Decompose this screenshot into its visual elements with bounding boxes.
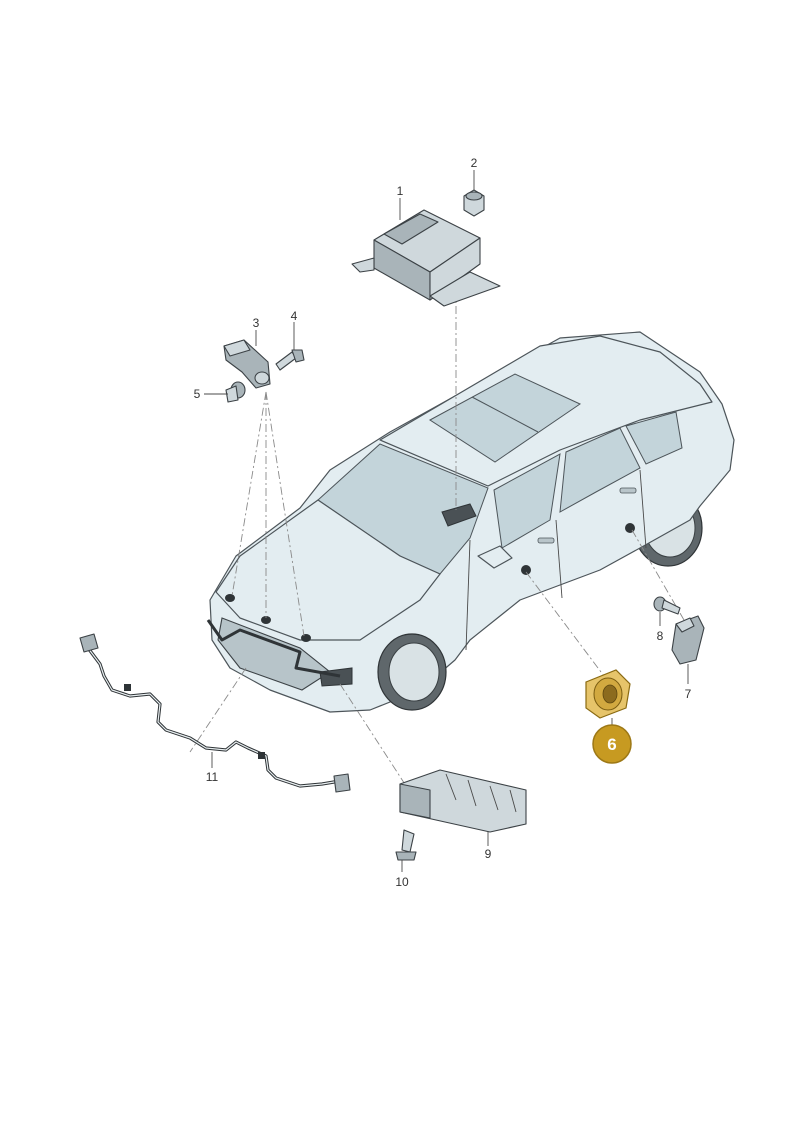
door-line-front: [465, 539, 471, 651]
screw-shank: [401, 829, 415, 853]
leader-6: [525, 571, 605, 677]
side-sensor-marker: [625, 523, 635, 533]
part-10-screw[interactable]: [395, 829, 417, 861]
sunroof-divider: [471, 396, 539, 433]
sensor-connector: [223, 339, 251, 357]
part-7-side-sensor[interactable]: [671, 615, 705, 665]
hood: [215, 499, 441, 641]
pressure-sensor-center: [602, 684, 618, 704]
part-9-bracket[interactable]: [399, 769, 527, 833]
sensor-mount: [254, 371, 270, 385]
rear-door-handle: [619, 487, 637, 494]
callout-2: 2: [471, 156, 478, 170]
callout-4: 4: [291, 309, 298, 323]
front-grille: [217, 617, 331, 691]
highlight-badge-6[interactable]: 6: [592, 724, 632, 764]
part-5-bolt[interactable]: [225, 381, 246, 403]
leader-7: [631, 529, 685, 621]
screw-head: [395, 851, 417, 861]
rear-side-window: [559, 427, 641, 513]
control-unit-connector: [383, 213, 439, 245]
door-line-rear: [639, 469, 647, 549]
part-6-pressure-sensor[interactable]: [585, 669, 631, 719]
callout-5: 5: [194, 387, 201, 401]
part-2-nut[interactable]: [463, 189, 485, 217]
control-unit-marker: [441, 503, 477, 527]
sunroof: [429, 373, 582, 463]
leader-3c: [265, 391, 305, 637]
harness-connector-left: [79, 633, 99, 653]
highlight-badge-circle: [592, 724, 632, 764]
quarter-window: [625, 411, 683, 465]
part-4-bolt[interactable]: [275, 349, 305, 371]
callout-leaders: [204, 170, 689, 872]
front-door-handle: [537, 537, 555, 544]
callout-9: 9: [485, 847, 492, 861]
part-3-crash-sensor[interactable]: [223, 339, 271, 389]
callout-6: 6: [607, 735, 616, 754]
side-mirror: [477, 545, 513, 569]
bracket-ribs: [445, 773, 517, 813]
leader-lines: [189, 290, 685, 793]
bracket-plate: [399, 783, 431, 819]
callout-7: 7: [685, 687, 692, 701]
part-11-wiring-harness[interactable]: [79, 633, 351, 793]
leader-9: [339, 683, 411, 793]
callout-8: 8: [657, 629, 664, 643]
bolt5-shank: [225, 385, 239, 403]
door-line-middle: [555, 519, 563, 599]
bumper-contour: [206, 619, 341, 678]
bolt-head: [291, 349, 305, 363]
harness-connector-right: [333, 773, 351, 793]
nut-top: [465, 191, 483, 201]
control-unit-side: [429, 237, 481, 301]
front-side-window: [493, 453, 561, 549]
bolt8-shank: [661, 599, 681, 615]
control-unit-bracket-right: [429, 271, 501, 307]
callout-3: 3: [253, 316, 260, 330]
callout-11: 11: [206, 770, 219, 784]
harness-clip-1: [124, 684, 131, 691]
callout-labels: 1 2 3 4 5 7 8 9 10 11: [194, 156, 692, 889]
harness-cable-highlight: [87, 647, 335, 787]
callout-1: 1: [397, 184, 404, 198]
part-1-airbag-control-unit[interactable]: [351, 209, 501, 307]
leader-3a: [231, 391, 267, 597]
sensor-marker-right: [301, 634, 311, 642]
leader-11: [189, 667, 247, 753]
control-unit-bracket-left: [351, 257, 375, 273]
sensor-marker-center: [261, 616, 271, 624]
car-illustration: [206, 331, 735, 713]
harness-clip-2: [258, 752, 265, 759]
sensor-marker-left: [225, 594, 235, 602]
front-rim: [388, 642, 440, 702]
callout-10: 10: [395, 875, 409, 889]
part-8-bolt[interactable]: [653, 596, 681, 615]
door-sensor-marker: [521, 565, 531, 575]
side-sensor-connector: [675, 617, 695, 633]
